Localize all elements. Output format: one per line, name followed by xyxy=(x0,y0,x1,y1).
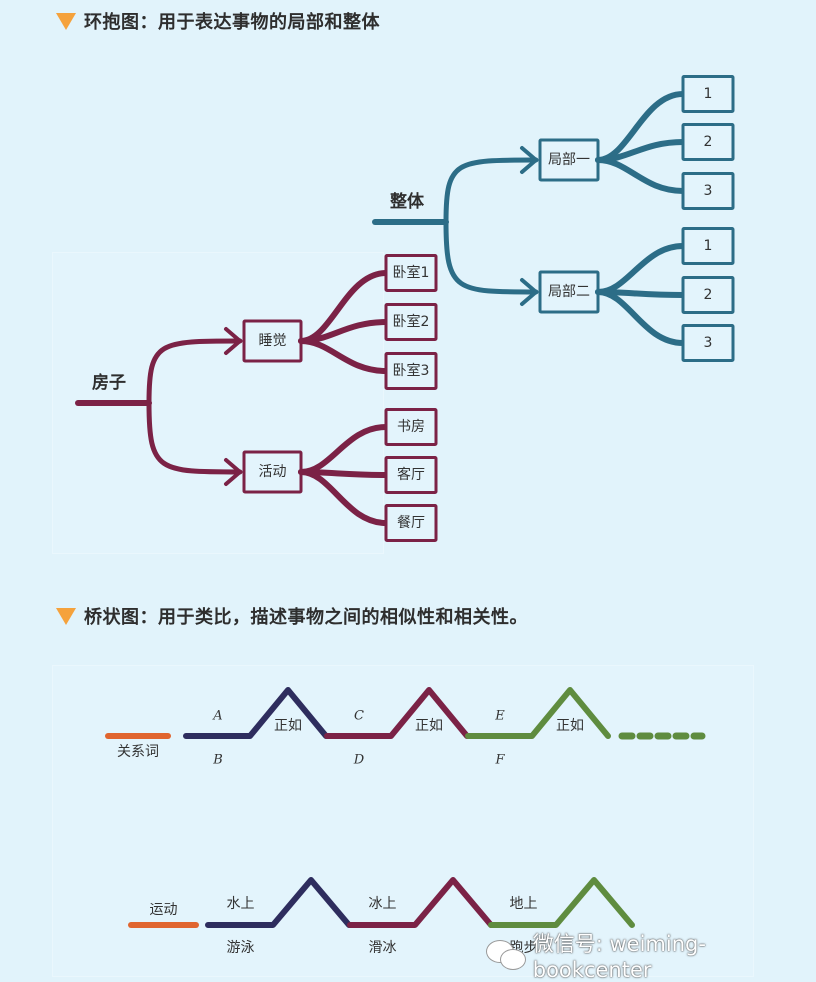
child-box xyxy=(384,303,438,341)
watermark: 微信号: weiming-bookcenter xyxy=(486,928,816,982)
child-connector xyxy=(595,157,686,194)
connector-label: 正如 xyxy=(274,718,302,734)
branch-arc xyxy=(146,400,243,475)
branch-arc xyxy=(443,219,539,295)
watermark-text: 微信号: weiming-bookcenter xyxy=(532,932,706,982)
child-box xyxy=(681,324,735,362)
section2-heading: 桥状图：用于类比，描述事物之间的相似性和相关性。 xyxy=(56,603,528,629)
child-label: 2 xyxy=(704,134,713,150)
child-connector xyxy=(595,289,686,346)
pair-top-label: 冰上 xyxy=(369,896,397,912)
child-box xyxy=(681,227,735,265)
connector-label: 正如 xyxy=(556,718,584,734)
pair-bottom-label: B xyxy=(212,753,223,768)
root-label: 整体 xyxy=(390,191,425,212)
bridge-map-example: 运动水上游泳冰上滑冰地上跑步 xyxy=(128,877,635,956)
child-label: 3 xyxy=(704,183,713,199)
child-box xyxy=(681,276,735,314)
child-label: 卧室1 xyxy=(393,264,430,281)
bridge-segment xyxy=(488,877,635,928)
section1-heading-text: 环抱图：用于表达事物的局部和整体 xyxy=(84,12,380,33)
relation-label: 关系词 xyxy=(117,744,159,760)
child-label: 1 xyxy=(704,238,713,254)
pair-bottom-label: F xyxy=(494,753,505,768)
arrow-head-icon xyxy=(224,327,242,355)
branch-label: 局部一 xyxy=(548,152,590,168)
child-box xyxy=(681,75,735,113)
triangle-bullet-icon xyxy=(56,12,76,30)
branch-label: 局部二 xyxy=(548,284,590,300)
tree-whole-part: 整体 局部一 1 2 3 局部二 1 2 3 xyxy=(372,75,735,362)
child-box xyxy=(384,456,438,494)
child-label: 3 xyxy=(704,335,713,351)
section2-heading-text: 桥状图：用于类比，描述事物之间的相似性和相关性。 xyxy=(84,607,528,628)
child-box xyxy=(384,254,438,292)
pair-top-label: A xyxy=(212,709,222,724)
child-label: 1 xyxy=(704,86,713,102)
child-label: 2 xyxy=(704,287,713,303)
child-label: 卧室2 xyxy=(393,313,430,330)
pair-top-label: C xyxy=(354,709,364,724)
connector-label: 正如 xyxy=(415,718,443,734)
pair-top-label: E xyxy=(494,709,505,724)
branch-arc xyxy=(443,157,539,225)
branch-label: 活动 xyxy=(259,464,287,480)
child-label: 书房 xyxy=(397,419,425,435)
child-connector xyxy=(298,319,389,344)
child-box xyxy=(681,172,735,210)
pair-bottom-label: 游泳 xyxy=(227,940,255,956)
arrow-head-icon xyxy=(520,278,538,306)
branch-label: 睡觉 xyxy=(259,333,287,349)
child-connector xyxy=(298,338,389,374)
child-label: 卧室3 xyxy=(393,362,430,379)
child-box xyxy=(384,352,438,390)
bridge-segment xyxy=(183,687,329,739)
pair-top-label: 水上 xyxy=(227,896,255,912)
child-connector xyxy=(298,469,389,526)
child-box xyxy=(384,408,438,446)
bridge-segment xyxy=(347,877,494,928)
child-label: 餐厅 xyxy=(397,515,425,531)
root-label: 房子 xyxy=(92,372,126,393)
triangle-bullet-icon xyxy=(56,607,76,625)
child-label: 客厅 xyxy=(397,466,425,483)
bridge-segment xyxy=(324,687,470,739)
bridge-map-template: 关系词 A B 正如 C D 正如 E F 正如 xyxy=(105,687,706,768)
child-box xyxy=(384,504,438,542)
pair-top-label: 地上 xyxy=(510,896,538,912)
relation-label: 运动 xyxy=(150,902,178,918)
wechat-icon xyxy=(486,940,527,970)
child-connector xyxy=(595,243,686,295)
arrow-head-icon xyxy=(520,146,538,174)
child-box xyxy=(681,123,735,161)
pair-bottom-label: 滑冰 xyxy=(369,939,397,956)
bridge-segment xyxy=(205,877,352,928)
bridge-segment xyxy=(465,687,611,739)
pair-bottom-label: D xyxy=(353,753,365,768)
section1-heading: 环抱图：用于表达事物的局部和整体 xyxy=(56,8,380,34)
child-connector xyxy=(298,424,389,475)
branch-arc xyxy=(146,338,243,406)
child-connector xyxy=(595,139,686,163)
arrow-head-icon xyxy=(224,458,242,486)
